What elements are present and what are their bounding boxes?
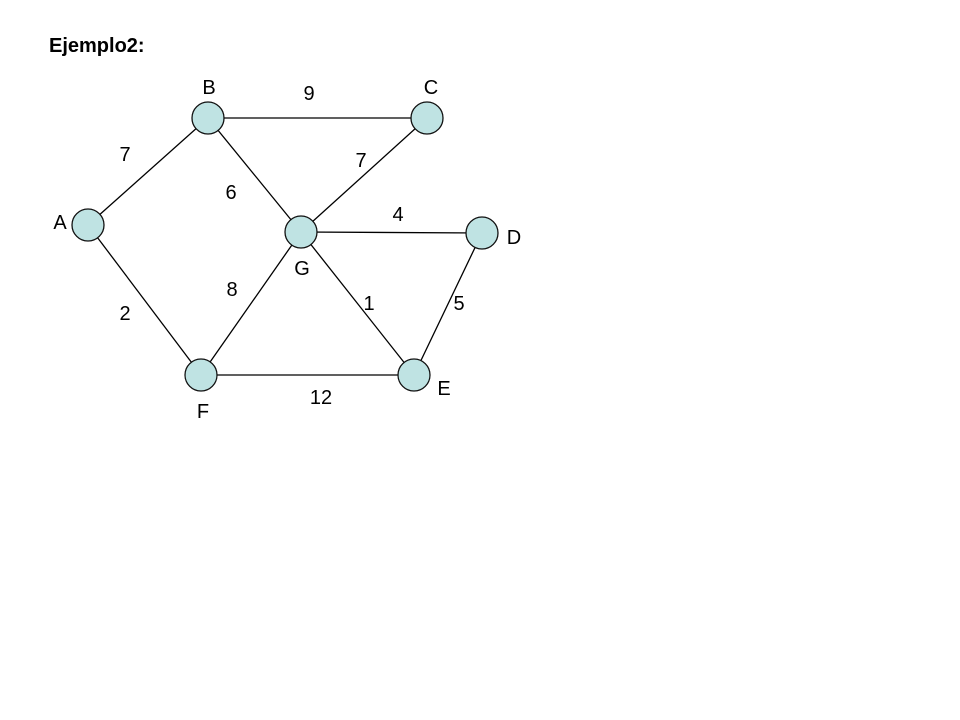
node-label-g: G: [294, 258, 310, 280]
edge-weight-b-c: 9: [303, 83, 314, 105]
labels-layer: 7 2 9 6 7 4 8 1 5 12 A B C D E F G: [53, 77, 521, 423]
edge-a-f: [87, 224, 202, 376]
page-title: Ejemplo2:: [49, 35, 145, 57]
edge-g-f: [200, 231, 302, 376]
edge-a-b: [87, 117, 209, 226]
edge-weight-g-e: 1: [363, 293, 374, 315]
node-e: [397, 358, 431, 392]
edge-c-g: [300, 117, 428, 233]
node-c: [410, 101, 444, 135]
edge-weight-g-d: 4: [392, 204, 403, 226]
edge-weight-c-g: 7: [355, 150, 366, 172]
node-a: [71, 208, 105, 242]
edge-g-e: [300, 231, 415, 376]
edge-g-d: [300, 231, 483, 234]
node-label-b: B: [202, 77, 215, 99]
edges-layer: [87, 117, 483, 376]
edge-weight-a-f: 2: [119, 303, 130, 325]
edge-d-e: [413, 232, 483, 376]
node-label-e: E: [437, 378, 450, 400]
node-label-d: D: [507, 227, 521, 249]
node-label-c: C: [424, 77, 438, 99]
edge-weight-g-f: 8: [226, 279, 237, 301]
node-g: [284, 215, 318, 249]
edge-weight-d-e: 5: [453, 293, 464, 315]
node-f: [184, 358, 218, 392]
nodes-layer: [71, 101, 499, 392]
node-b: [191, 101, 225, 135]
node-label-f: F: [197, 401, 209, 423]
edge-weight-b-g: 6: [225, 182, 236, 204]
edge-weight-a-b: 7: [119, 144, 130, 166]
node-label-a: A: [53, 212, 67, 234]
edge-weight-f-e: 12: [310, 387, 332, 409]
node-d: [465, 216, 499, 250]
edge-b-g: [207, 117, 302, 233]
